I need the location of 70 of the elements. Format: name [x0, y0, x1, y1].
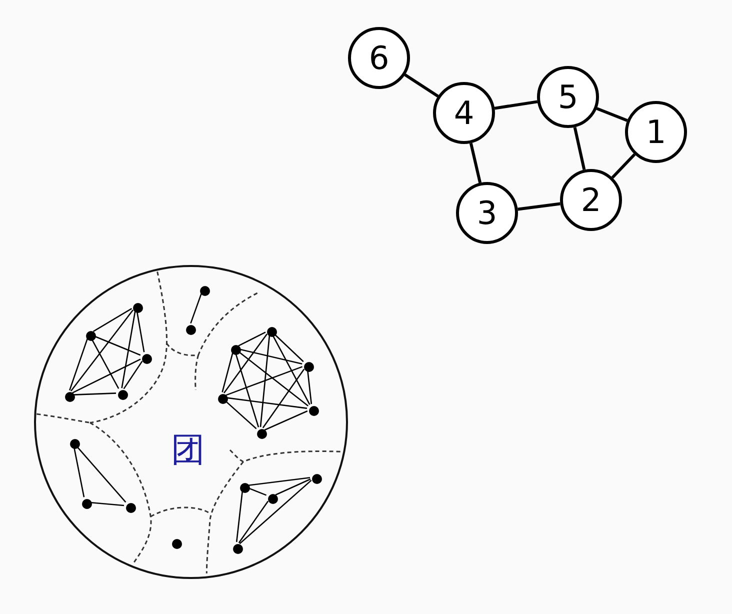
- graph-vertex: [218, 394, 228, 404]
- graph-vertex: [309, 406, 319, 416]
- graph-edge: [273, 332, 304, 362]
- connector-line: [494, 100, 538, 110]
- connector-line: [469, 142, 482, 184]
- graph-vertex: [65, 392, 75, 402]
- graph-edge: [68, 338, 88, 391]
- graph-vertex: [133, 303, 143, 313]
- graph-edge: [123, 360, 143, 390]
- graph-vertex: [86, 331, 96, 341]
- graph-edge: [238, 500, 269, 544]
- graph-vertex: [267, 327, 277, 337]
- connector-line: [596, 107, 628, 122]
- graph-vertex: [172, 539, 182, 549]
- graph-vertex: [126, 503, 136, 513]
- graph-vertex: [70, 439, 80, 449]
- graph-edge: [226, 397, 308, 409]
- graph-vertex: [142, 354, 152, 364]
- graph-edge: [90, 338, 120, 389]
- graph-edge: [73, 446, 85, 498]
- numbered-node: 4: [433, 82, 495, 144]
- graph-vertex: [233, 544, 243, 554]
- connector-line: [573, 126, 586, 170]
- graph-edge: [190, 293, 202, 324]
- numbered-node: 3: [456, 182, 518, 244]
- graph-edge: [234, 352, 260, 428]
- graph-edge: [70, 310, 134, 392]
- graph-vertex: [240, 483, 250, 493]
- graph-edge: [92, 308, 132, 332]
- graph-vertex: [304, 362, 314, 372]
- graph-edge: [90, 502, 124, 506]
- graph-edge: [72, 392, 116, 396]
- graph-vertex: [186, 325, 196, 335]
- graph-edge: [272, 334, 310, 405]
- graph-vertex: [312, 474, 322, 484]
- numbered-node: 5: [537, 66, 599, 128]
- numbered-node: 6: [348, 27, 410, 89]
- graph-edge: [72, 358, 141, 394]
- graph-vertex: [118, 390, 128, 400]
- graph-edge: [238, 350, 308, 406]
- graph-edge: [93, 335, 141, 356]
- numbered-node: 1: [625, 101, 687, 163]
- character-label: 团: [171, 433, 205, 467]
- graph-edge: [121, 310, 136, 388]
- graph-edge: [264, 410, 308, 431]
- graph-vertex: [268, 494, 278, 504]
- graph-edge: [247, 487, 267, 496]
- graph-edge: [222, 352, 234, 392]
- graph-edge: [275, 478, 311, 496]
- graph-edge: [223, 334, 268, 394]
- graph-edge: [238, 332, 266, 346]
- graph-edge: [239, 480, 312, 544]
- connector-line: [404, 74, 439, 98]
- graph-edge: [136, 310, 145, 352]
- graph-vertex: [200, 286, 210, 296]
- graph-edge: [260, 334, 270, 428]
- numbered-node: 2: [560, 169, 622, 231]
- connector-line: [518, 202, 560, 211]
- graph-edge: [76, 445, 126, 503]
- graph-edge: [262, 368, 305, 428]
- graph-vertex: [257, 429, 267, 439]
- connector-line: [611, 153, 636, 179]
- graph-vertex: [82, 499, 92, 509]
- graph-vertex: [231, 345, 241, 355]
- graph-edge: [225, 366, 303, 396]
- graph-edge: [224, 400, 257, 430]
- graph-edge: [248, 476, 310, 486]
- graph-edge: [236, 490, 244, 542]
- graph-edge: [238, 348, 302, 365]
- graph-edge: [306, 370, 312, 404]
